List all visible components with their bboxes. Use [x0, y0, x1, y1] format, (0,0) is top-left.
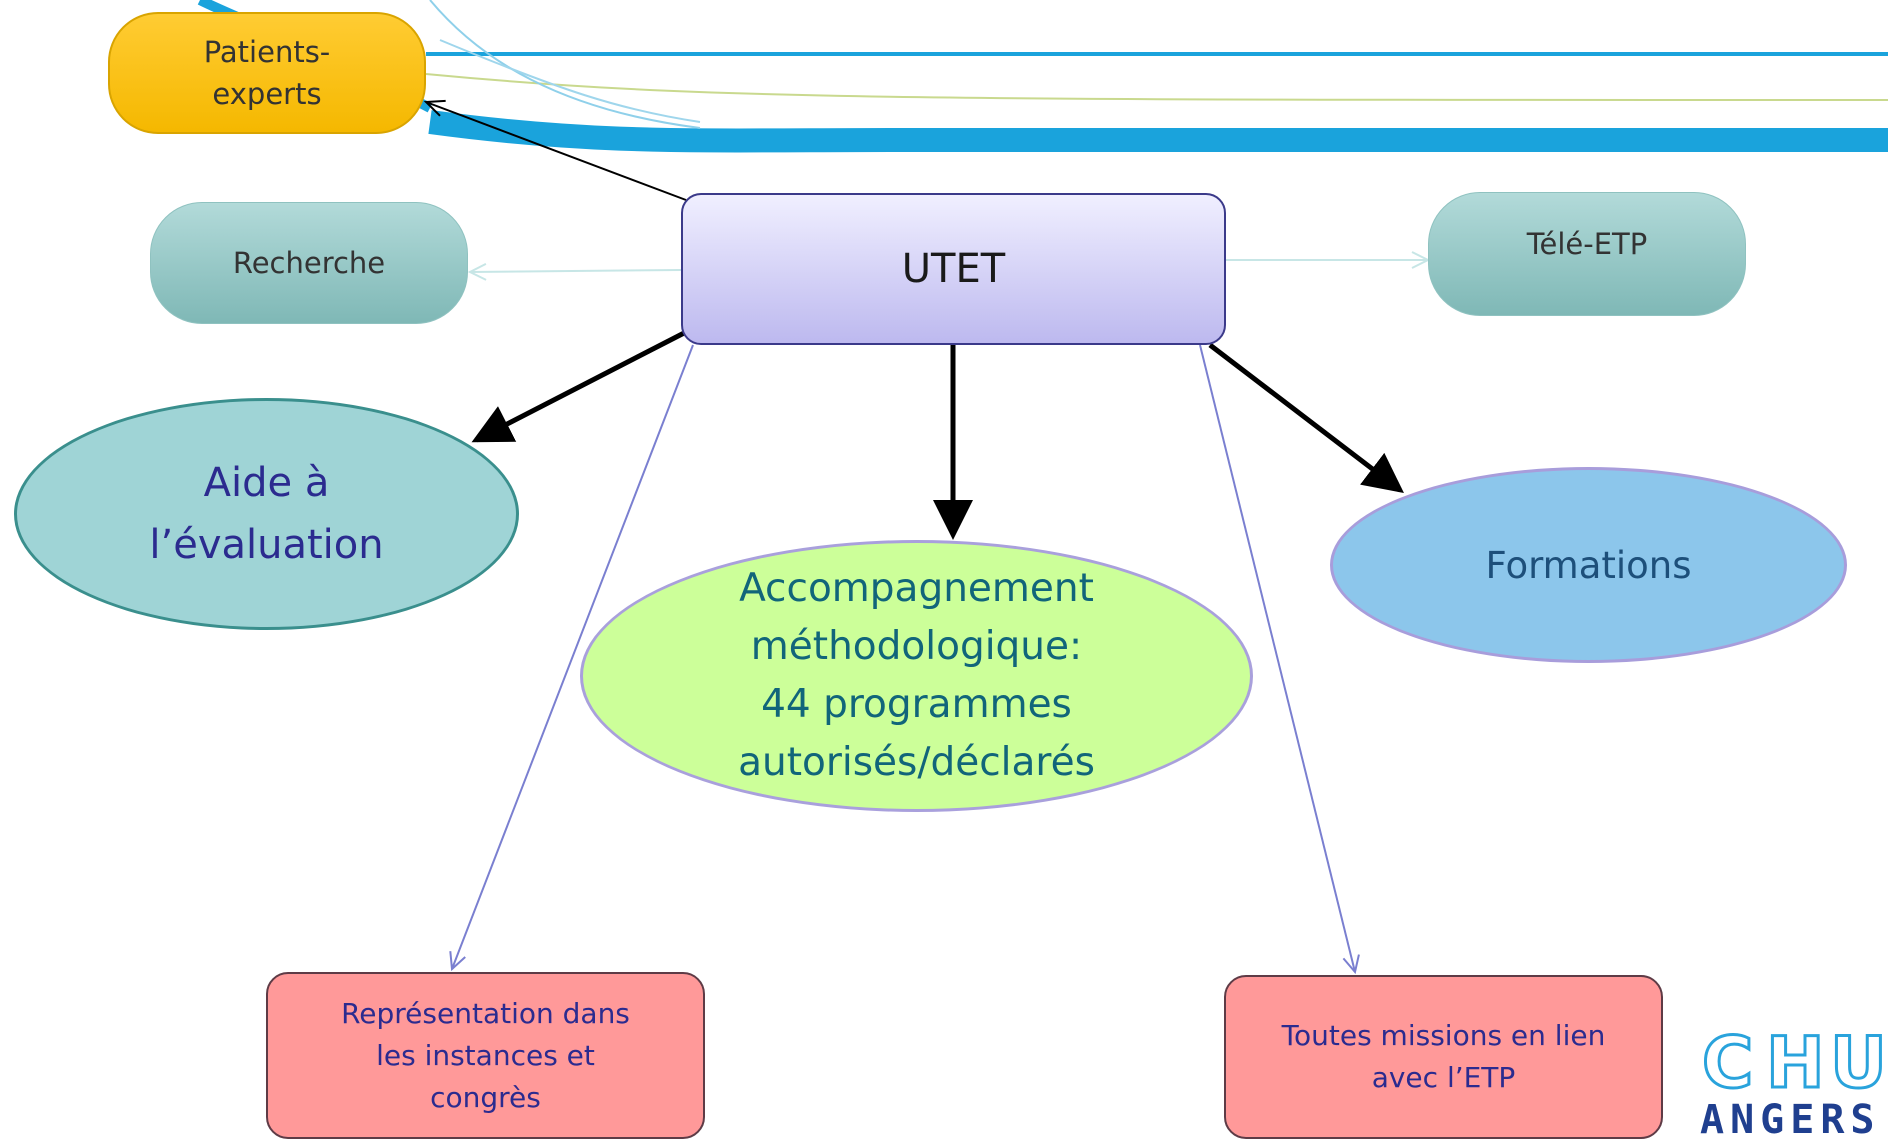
- edge-utet-patients: [423, 99, 687, 201]
- logo-letter-h: H: [1765, 1030, 1827, 1104]
- banner-curve-thick: [428, 110, 1888, 153]
- banner-arc-faint-2: [439, 39, 701, 123]
- edge-utet-formations: [1208, 343, 1404, 494]
- node-patients-experts: Patients- experts: [108, 12, 426, 134]
- node-aide-evaluation: Aide à l’évaluation: [14, 398, 519, 630]
- node-recherche: Recherche: [150, 202, 468, 324]
- logo-letter-u: U: [1829, 1030, 1888, 1104]
- node-recherche-label: Recherche: [232, 246, 386, 280]
- chu-angers-logo: C H U ANGERS: [1700, 1030, 1888, 1139]
- node-representation-label: Représentation dans les instances et con…: [341, 996, 630, 1114]
- banner-arc-faint-1: [429, 0, 701, 129]
- node-toutes-missions: Toutes missions en lien avec l’ETP: [1224, 975, 1663, 1139]
- node-aide-evaluation-label: Aide à l’évaluation: [149, 460, 384, 568]
- edge-utet-recherche: [470, 270, 682, 272]
- banner-decoration: [197, 0, 1888, 153]
- banner-curve-faint: [425, 73, 1888, 101]
- edge-utet-representation: [452, 344, 694, 969]
- edge-utet-toutes: [1199, 344, 1355, 972]
- node-formations-label: Formations: [1485, 543, 1692, 587]
- node-accompagnement-label: Accompagnement méthodologique: 44 progra…: [738, 566, 1095, 785]
- node-accompagnement: Accompagnement méthodologique: 44 progra…: [580, 540, 1253, 812]
- node-tele-etp: Télé-ETP: [1428, 192, 1746, 316]
- logo-subtext: ANGERS: [1700, 1097, 1881, 1139]
- logo-letter-c: C: [1701, 1030, 1755, 1104]
- node-utet: UTET: [681, 193, 1226, 345]
- node-utet-label: UTET: [901, 246, 1006, 292]
- node-patients-experts-label: Patients- experts: [203, 35, 331, 111]
- node-toutes-missions-label: Toutes missions en lien avec l’ETP: [1281, 1019, 1606, 1094]
- edge-utet-aide: [471, 329, 688, 443]
- node-formations: Formations: [1330, 467, 1847, 663]
- node-representation: Représentation dans les instances et con…: [266, 972, 705, 1139]
- node-tele-etp-label: Télé-ETP: [1526, 227, 1648, 261]
